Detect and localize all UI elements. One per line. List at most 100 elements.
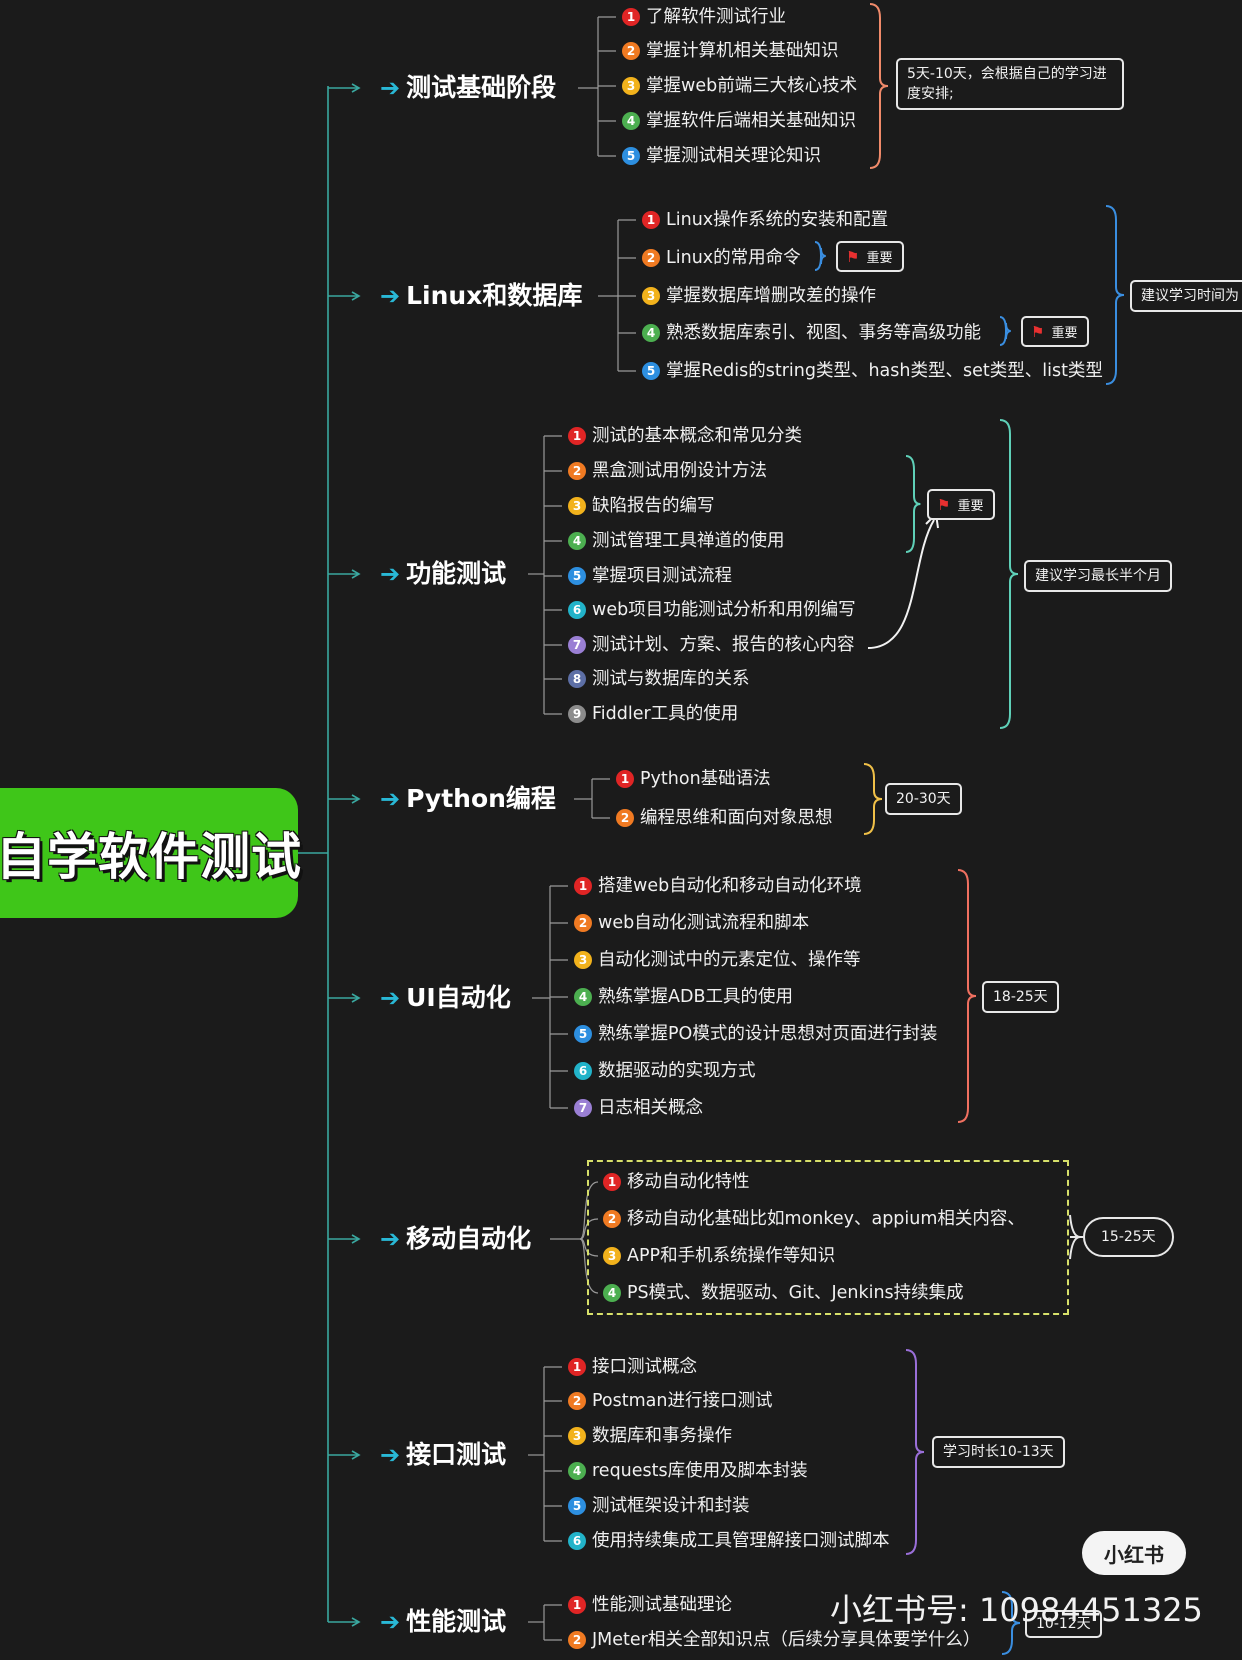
number-badge-icon: 4 <box>642 324 660 342</box>
arrow-right-icon: ➔ <box>380 1225 401 1253</box>
arrow-right-icon: ➔ <box>380 984 401 1012</box>
number-badge-icon: 3 <box>568 1427 586 1445</box>
arrow-right-icon: ➔ <box>380 282 401 310</box>
item-text: 编程思维和面向对象思想 <box>640 808 833 828</box>
list-item: 7 测试计划、方案、报告的核心内容 <box>568 634 855 656</box>
number-badge-icon: 2 <box>603 1210 621 1228</box>
item-text: 缺陷报告的编写 <box>592 496 715 516</box>
item-text: 掌握数据库增删改差的操作 <box>666 286 876 306</box>
stage-title-text: Linux和数据库 <box>406 281 583 310</box>
item-text: 自动化测试中的元素定位、操作等 <box>598 950 861 970</box>
duration-note: 学习时长10-13天 <box>932 1436 1065 1468</box>
list-item: 1 Python基础语法 <box>616 768 771 790</box>
stage-title-text: 性能测试 <box>406 1607 507 1636</box>
item-text: 测试的基本概念和常见分类 <box>592 426 802 446</box>
number-badge-icon: 8 <box>568 670 586 688</box>
stage-title: ➔接口测试 <box>380 1440 506 1470</box>
arrow-right-icon: ➔ <box>380 785 401 813</box>
item-text: 熟练掌握PO模式的设计思想对页面进行封装 <box>598 1024 938 1044</box>
item-text: 接口测试概念 <box>592 1357 697 1377</box>
arrow-right-icon: ➔ <box>380 1441 401 1469</box>
item-text: 掌握项目测试流程 <box>592 566 732 586</box>
root-node: 自学软件测试 <box>0 788 301 918</box>
item-text: PS模式、数据驱动、Git、Jenkins持续集成 <box>627 1283 964 1303</box>
stage-title-text: 测试基础阶段 <box>406 73 557 102</box>
item-text: Python基础语法 <box>640 769 771 789</box>
item-text: 测试与数据库的关系 <box>592 669 750 689</box>
item-text: APP和手机系统操作等知识 <box>627 1246 836 1266</box>
arrow-right-icon: ➔ <box>380 74 401 102</box>
number-badge-icon: 1 <box>622 8 640 26</box>
flag-icon: ⚑ <box>1031 322 1045 341</box>
item-text: 测试计划、方案、报告的核心内容 <box>592 635 855 655</box>
stage-title-text: 移动自动化 <box>406 1224 532 1253</box>
pointer-arrow <box>867 519 935 649</box>
important-badge: ⚑重要 <box>1021 316 1090 347</box>
item-text: 数据库和事务操作 <box>592 1426 732 1446</box>
stage-title-text: UI自动化 <box>406 983 511 1012</box>
connector-line <box>351 1234 361 1244</box>
important-badge: ⚑重要 <box>927 489 996 520</box>
brace-line <box>957 869 977 1123</box>
number-badge-icon: 3 <box>568 497 586 515</box>
number-badge-icon: 6 <box>574 1062 592 1080</box>
number-badge-icon: 1 <box>616 770 634 788</box>
duration-note: 5天-10天，会根据自己的学习进度安排; <box>896 58 1124 110</box>
number-badge-icon: 3 <box>642 287 660 305</box>
number-badge-icon: 6 <box>568 1532 586 1550</box>
number-badge-icon: 1 <box>568 1596 586 1614</box>
connector-line <box>351 1450 361 1460</box>
arrow-right-icon: ➔ <box>380 560 401 588</box>
item-text: 了解软件测试行业 <box>646 7 786 27</box>
xiaohongshu-logo: 小红书 <box>1082 1531 1186 1575</box>
number-badge-icon: 5 <box>568 567 586 585</box>
number-badge-icon: 4 <box>603 1284 621 1302</box>
brace-line <box>1001 1591 1021 1655</box>
connector-line <box>579 1238 599 1294</box>
item-text: Linux的常用命令 <box>666 248 801 268</box>
number-badge-icon: 5 <box>642 362 660 380</box>
number-badge-icon: 4 <box>622 112 640 130</box>
brace-line <box>1105 205 1125 385</box>
number-badge-icon: 3 <box>622 77 640 95</box>
item-text: 搭建web自动化和移动自动化环境 <box>598 876 862 896</box>
number-badge-icon: 9 <box>568 705 586 723</box>
number-badge-icon: 4 <box>574 988 592 1006</box>
item-text: 掌握web前端三大核心技术 <box>646 76 858 96</box>
stage-title: ➔测试基础阶段 <box>380 73 556 103</box>
number-badge-icon: 5 <box>622 147 640 165</box>
important-badge: ⚑重要 <box>836 241 905 272</box>
number-badge-icon: 7 <box>568 636 586 654</box>
list-item: 3 掌握数据库增删改差的操作 <box>642 285 876 307</box>
number-badge-icon: 2 <box>616 809 634 827</box>
flag-icon: ⚑ <box>846 247 860 266</box>
stage-title: ➔UI自动化 <box>380 983 511 1013</box>
item-text: Postman进行接口测试 <box>592 1391 773 1411</box>
number-badge-icon: 1 <box>568 1358 586 1376</box>
brace-line <box>814 241 826 271</box>
number-badge-icon: 5 <box>568 1497 586 1515</box>
list-item: 1 了解软件测试行业 <box>622 6 786 28</box>
number-badge-icon: 4 <box>568 532 586 550</box>
duration-note: 20-30天 <box>885 783 962 815</box>
connector-line <box>351 1617 361 1627</box>
number-badge-icon: 5 <box>574 1025 592 1043</box>
brace-line <box>905 455 921 553</box>
